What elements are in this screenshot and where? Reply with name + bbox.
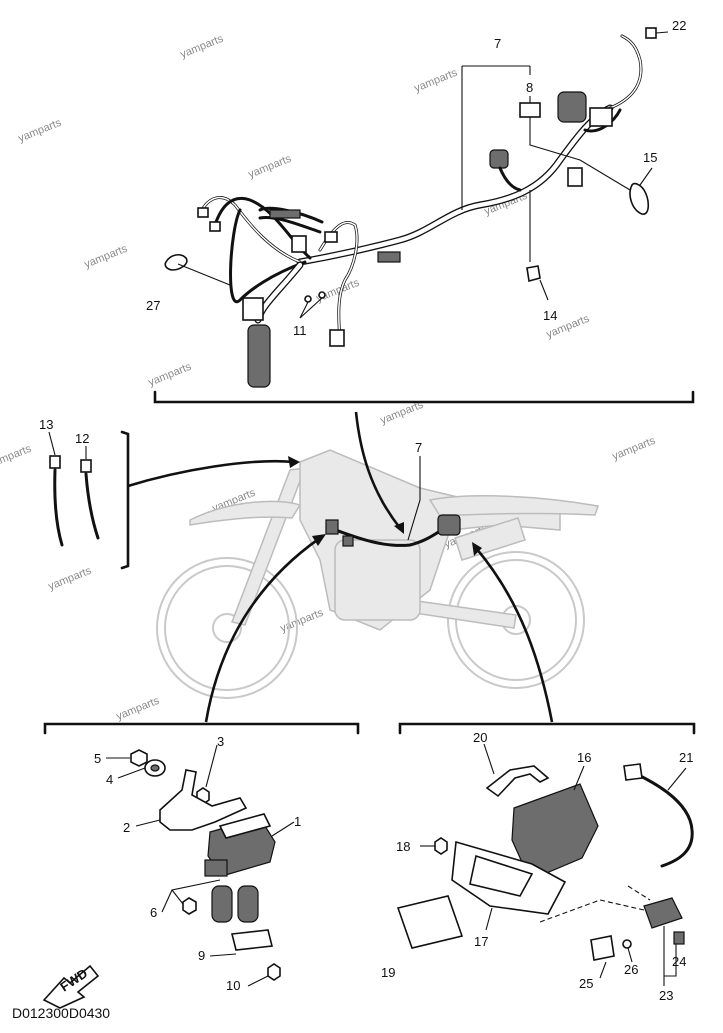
part-11-clamp (318, 291, 326, 299)
label-part-2: 2 (123, 820, 130, 835)
harness-connector (557, 91, 587, 123)
watermark: yamparts (611, 435, 658, 463)
label-part-9: 9 (198, 948, 205, 963)
label-part-8: 8 (526, 80, 533, 95)
part-18-bolt (434, 837, 448, 855)
harness-connector (342, 535, 354, 547)
label-part-25: 25 (579, 976, 593, 991)
part-25-holder (590, 935, 615, 961)
cable-tie-bracket (120, 430, 130, 570)
part-5-nut (130, 749, 148, 767)
harness-connector (324, 231, 338, 243)
harness-connector (269, 209, 301, 219)
ecu-group (396, 743, 694, 986)
harness-on-bike (325, 456, 461, 547)
watermark: yamparts (0, 443, 34, 471)
label-part-10: 10 (226, 978, 240, 993)
label-part-22: 22 (672, 18, 686, 33)
part-24-fuse (673, 931, 685, 945)
coil-connector (242, 297, 264, 321)
harness-connector (209, 221, 221, 232)
part-22-bolt (645, 27, 657, 39)
wire-harness-assembly (164, 27, 657, 388)
ignition-group (106, 744, 295, 987)
part-6-nut (182, 897, 197, 915)
label-part-20: 20 (473, 730, 487, 745)
label-part-12: 12 (75, 431, 89, 446)
ecu-on-bike (437, 514, 461, 536)
section-divider-right (398, 722, 696, 735)
part-12-cable-tie (80, 459, 92, 473)
part-2-bracket (159, 769, 248, 831)
part-21-lead (623, 763, 643, 781)
label-part-5: 5 (94, 751, 101, 766)
part-number-labels: 1 2 3 4 5 6 7 7 8 9 10 11 12 13 14 15 16… (39, 18, 693, 1003)
label-part-24: 24 (672, 954, 686, 969)
label-part-19: 19 (381, 965, 395, 980)
harness-connector (291, 235, 307, 253)
harness-connector (377, 251, 401, 263)
label-part-11: 11 (293, 323, 307, 338)
part-14-holder (526, 265, 541, 283)
harness-connector (329, 329, 345, 347)
cable-ties (48, 431, 100, 547)
part-9-bracket (231, 929, 273, 951)
watermark: yamparts (47, 565, 94, 593)
part-13-cable-tie (49, 455, 61, 469)
label-part-13: 13 (39, 417, 53, 432)
label-part-7-harness: 7 (494, 36, 501, 51)
part-11-clamp (304, 295, 312, 303)
label-part-14: 14 (543, 308, 557, 323)
coil-connector (204, 859, 228, 877)
harness-connector (325, 519, 339, 535)
label-part-23: 23 (659, 988, 673, 1003)
part-19-pad (396, 895, 464, 949)
harness-connector (489, 149, 509, 169)
plug-cap (211, 885, 233, 923)
label-part-3: 3 (217, 734, 224, 749)
harness-connector (197, 207, 209, 218)
part-15-band (629, 182, 650, 215)
part-20-bracket (485, 765, 550, 798)
part-27-band (164, 253, 188, 271)
label-part-7-bike: 7 (415, 440, 422, 455)
label-part-1: 1 (294, 814, 301, 829)
fwd-arrow: FWD (42, 964, 100, 1009)
motorcycle-illustration (156, 449, 599, 699)
watermark: yamparts (147, 361, 194, 389)
watermark: yamparts (247, 153, 294, 181)
section-divider-top (153, 390, 695, 404)
part-10-bolt (267, 963, 281, 981)
label-part-17: 17 (474, 934, 488, 949)
watermark: yamparts (115, 695, 162, 723)
plug-cap (237, 885, 259, 923)
watermark: yamparts (17, 117, 64, 145)
part-16-ecu (511, 783, 599, 881)
diagram-code: D012300D0430 (12, 1005, 110, 1021)
watermarks: yamparts yamparts yamparts yamparts yamp… (0, 33, 658, 723)
harness-connector (589, 107, 613, 127)
spark-plug-cap (247, 324, 271, 388)
watermark: yamparts (83, 243, 130, 271)
label-part-16: 16 (577, 750, 591, 765)
label-part-6: 6 (150, 905, 157, 920)
label-part-4: 4 (106, 772, 113, 787)
top-leaders (177, 31, 669, 319)
part-8-connector (519, 102, 541, 118)
harness-connector (567, 167, 583, 187)
label-part-27: 27 (146, 298, 160, 313)
watermark: yamparts (179, 33, 226, 61)
label-part-15: 15 (643, 150, 657, 165)
callout-arrows (127, 411, 554, 723)
label-part-26: 26 (624, 962, 638, 977)
label-part-21: 21 (679, 750, 693, 765)
label-part-18: 18 (396, 839, 410, 854)
part-26-screw (622, 939, 632, 949)
part-23-relay (643, 897, 683, 929)
watermark: yamparts (413, 67, 460, 95)
section-divider-left (43, 722, 360, 735)
